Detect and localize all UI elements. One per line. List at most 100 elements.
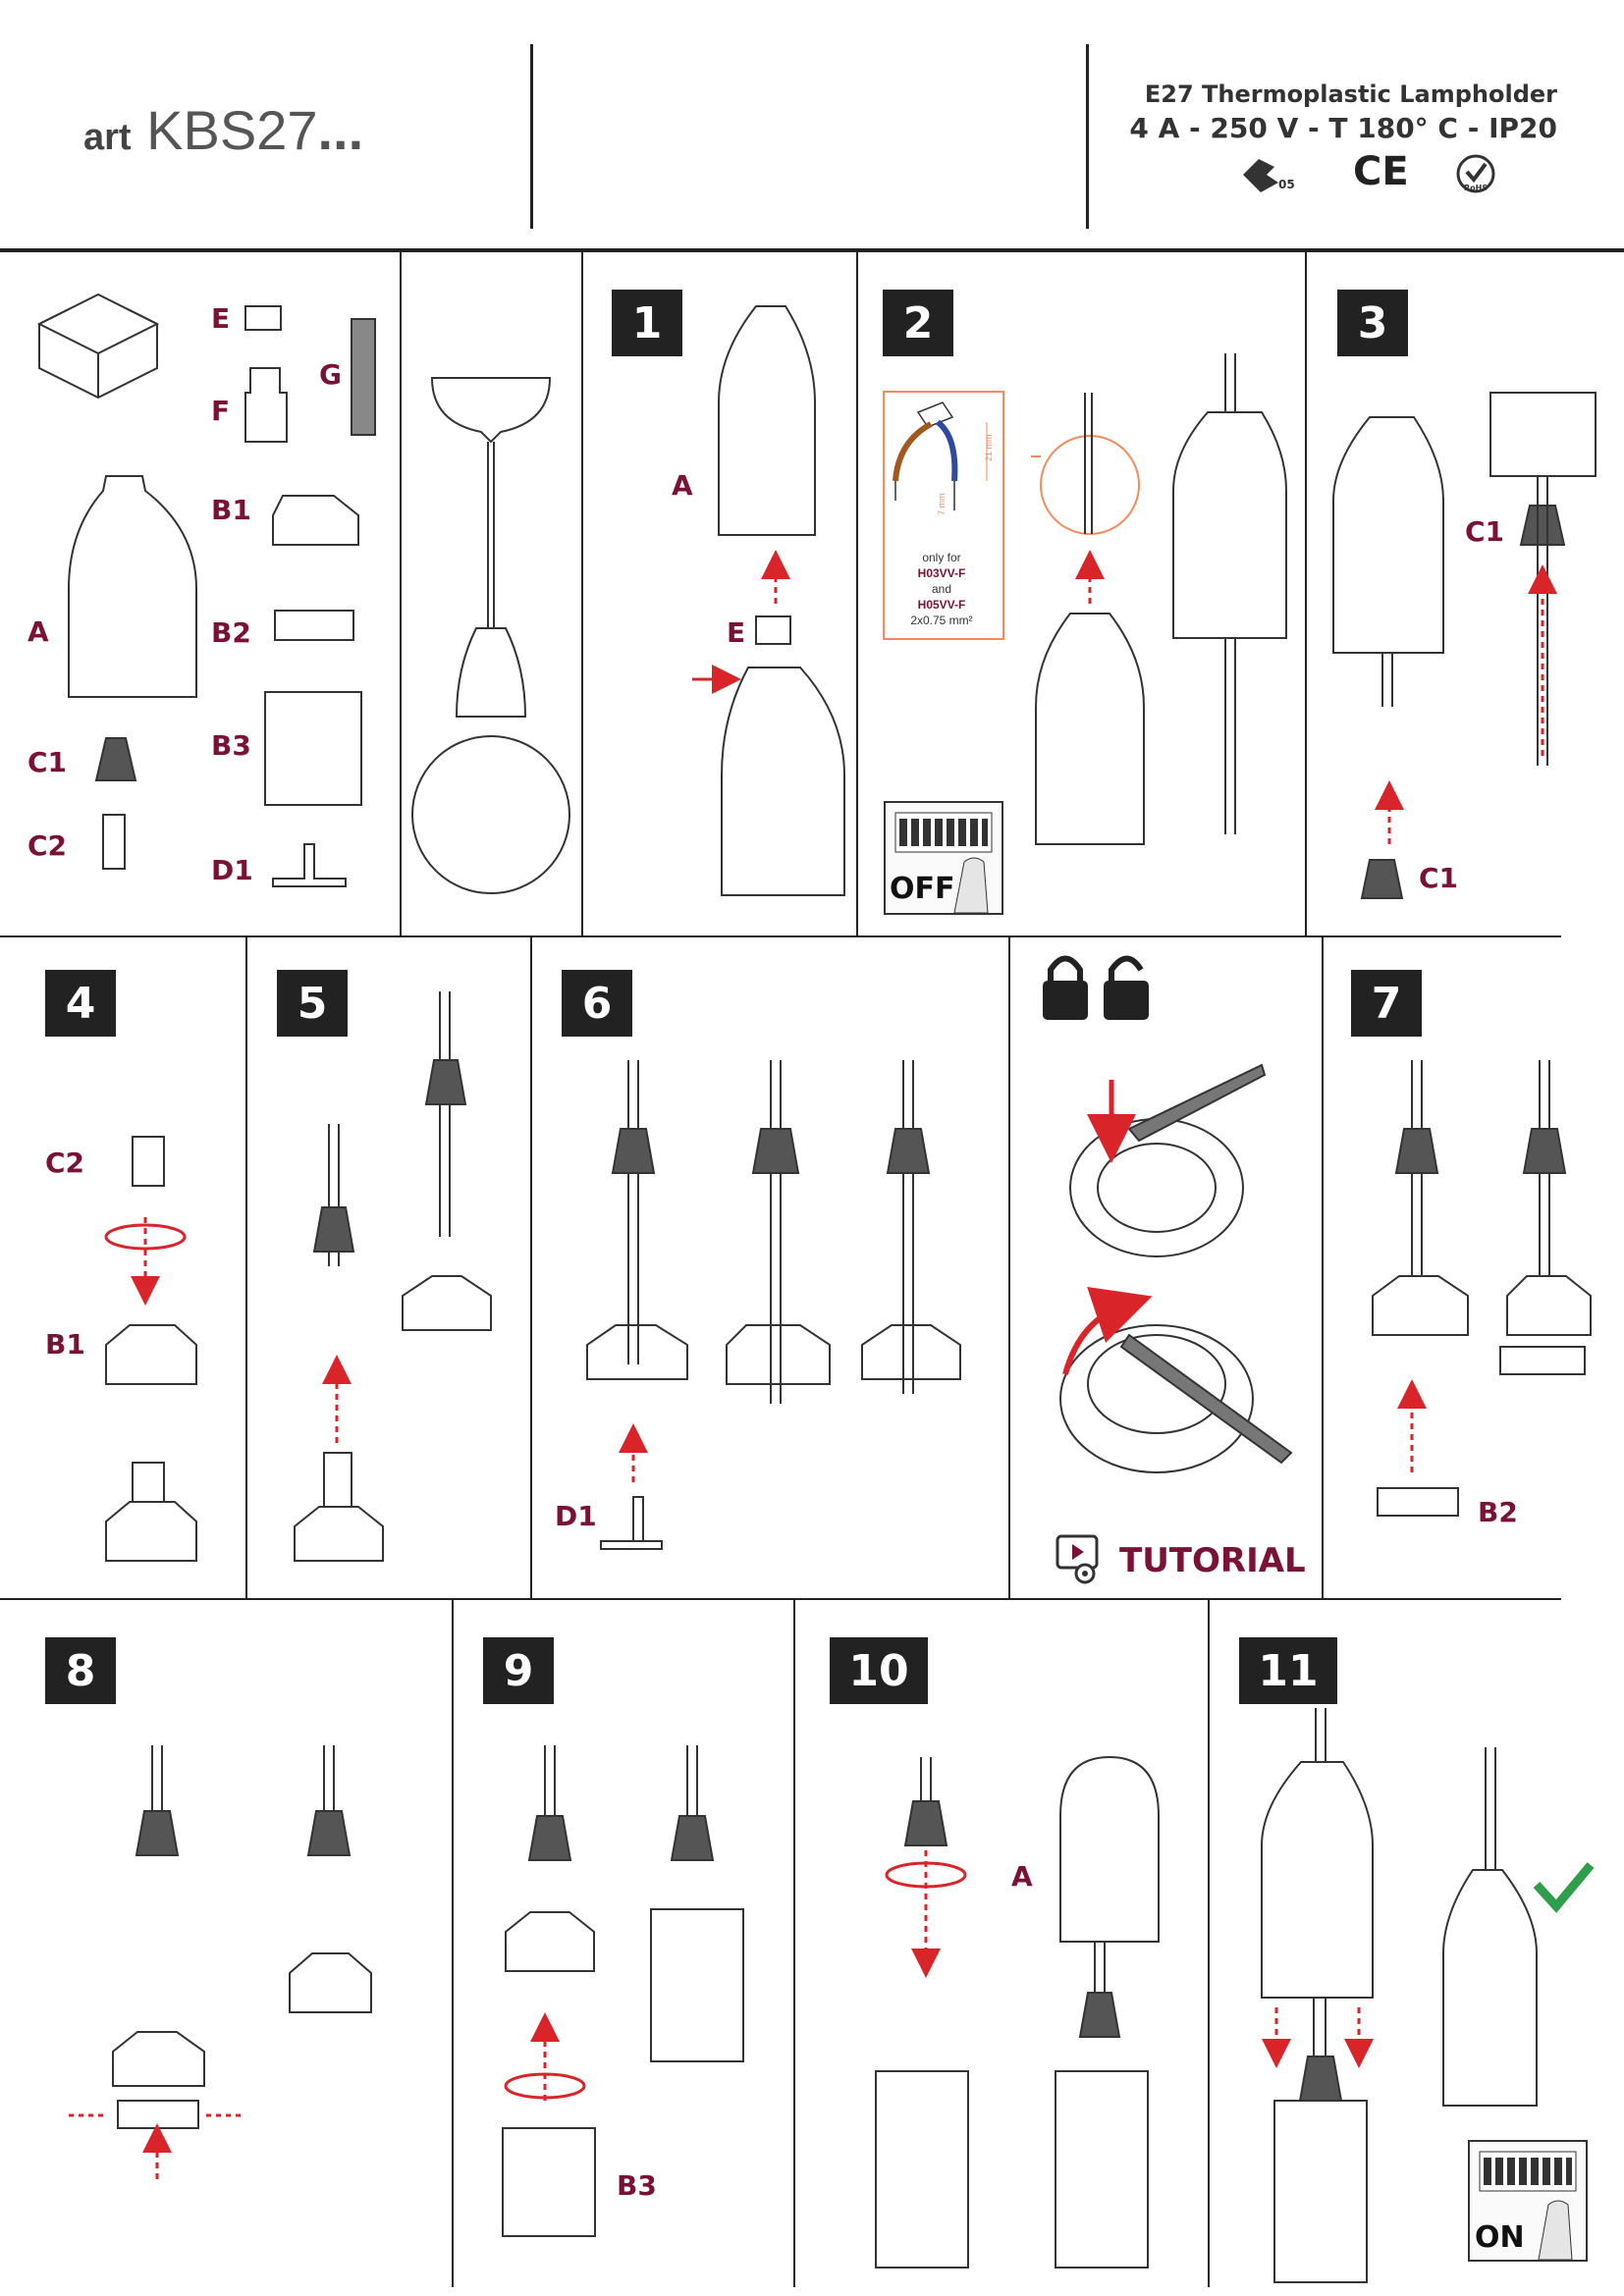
col-rule [400,251,402,935]
step3-grip-top [1519,505,1566,546]
switch-on-label: ON [1475,2220,1525,2255]
screwdriver-bottom [1119,1333,1293,1465]
cup-b1-icon [272,495,359,546]
spec-block: E27 Thermoplastic Lampholder 4 A - 250 V… [1129,80,1557,144]
step-2-badge: 2 [883,290,953,356]
step-11-badge: 11 [1239,1637,1337,1704]
svg-text:RoHS: RoHS [1464,184,1488,192]
enec-mark: 05 [1239,155,1302,198]
ce-mark: CE [1353,149,1409,194]
switch-panel-off [884,801,1003,915]
step4-cup [105,1324,197,1385]
step-1-badge: 1 [612,290,682,356]
note-section: 2x0.75 mm² [910,614,973,627]
cable-grip-c1-icon [94,737,137,781]
step11-shade-final [1442,1869,1538,2107]
col-rule [452,1600,454,2287]
col-rule [245,937,247,1598]
model-number: KBS27 [146,99,318,161]
col-rule [1305,251,1307,935]
svg-text:05: 05 [1278,178,1295,191]
part-label-a: A [27,615,49,648]
ferrule-e-icon [244,305,282,331]
part-label-c2: C2 [27,829,68,862]
step2-shade [1035,613,1145,845]
fitting-f-icon [244,367,288,443]
step-7-badge: 7 [1351,970,1422,1037]
pendant-lamp-icon [411,377,570,894]
row-rule-1 [0,935,1561,937]
step6-label-d1: D1 [555,1500,597,1532]
spec-product: E27 Thermoplastic Lampholder [1144,80,1557,108]
step4-label-c2: C2 [45,1147,85,1179]
step-4-badge: 4 [45,970,116,1037]
threaded-rod-g-icon [351,318,376,436]
tutorial-link[interactable]: TUTORIAL [1119,1541,1306,1580]
step-6-badge: 6 [562,970,632,1037]
check-icon [1533,1862,1595,1913]
sleeve-b3-icon [264,691,362,806]
threaded-nipple-c2-icon [102,814,126,870]
step2-shade-fitted [1172,411,1287,639]
header-divider-1 [530,44,533,229]
step3-label-c1-bottom: C1 [1419,862,1459,894]
col-rule [856,251,858,935]
step3-shade-base [1489,392,1597,477]
step9-sleeve [502,2127,596,2237]
part-label-b3: B3 [211,729,251,762]
col-rule [1208,1600,1210,2287]
step-5-badge: 5 [277,970,348,1037]
switch-panel-on [1468,2140,1588,2262]
col-rule [793,1600,795,2287]
row-rule-2 [0,1598,1561,1600]
note-and: and [931,582,952,596]
rohs-mark: RoHS [1455,153,1496,198]
col-rule [581,251,583,935]
note-only-for: only for [922,551,961,564]
breaker-on-icon [1479,2151,1577,2261]
tutorial-video-icon[interactable] [1056,1534,1105,1585]
step4-label-b1: B1 [45,1328,85,1361]
step-3-badge: 3 [1337,290,1408,356]
step4-nipple-assembled [132,1462,165,1503]
switch-off-label: OFF [890,872,955,906]
header-rule [0,248,1624,252]
step10-sleeve [875,2070,969,2269]
header-divider-2 [1086,44,1089,229]
step9-sleeve-fitted [650,1908,744,2062]
step10-label-a: A [1011,1860,1033,1893]
breaker-off-icon [894,812,993,914]
art-prefix: art [83,117,132,158]
col-rule [1322,937,1324,1598]
part-label-f: F [211,395,231,427]
step-10-badge: 10 [830,1637,928,1704]
note-cable1: H03VV-F [917,566,966,580]
col-rule [530,937,532,1598]
step11-shade [1261,1761,1374,1999]
step-8-badge: 8 [45,1637,116,1704]
note-cable2: H05VV-F [917,598,966,612]
model-suffix: ... [317,99,364,161]
wire-note-box [883,391,1004,640]
part-label-b2: B2 [211,616,251,649]
terminal-b2-icon [274,610,354,641]
enec-icon: 05 [1243,159,1295,192]
screwdriver-top [1127,1063,1267,1143]
step4-nipple [132,1136,165,1187]
part-label-b1: B1 [211,494,251,526]
tutorial-label: TUTORIAL [1119,1541,1306,1580]
model-title: art KBS27... [83,98,363,162]
step10-shade [1059,1755,1160,1943]
col-rule [1008,937,1010,1598]
part-label-g: G [319,358,342,391]
package-icon [36,293,160,400]
part-label-c1: C1 [27,746,68,778]
step7-label-b2: B2 [1478,1496,1518,1528]
spec-ratings: 4 A - 250 V - T 180° C - IP20 [1129,112,1557,144]
rohs-icon: RoHS [1456,154,1495,193]
shade-a-icon [68,475,197,698]
step-9-badge: 9 [483,1637,554,1704]
step4-cup-assembled [105,1501,197,1562]
step10-sleeve-fitted [1055,2070,1149,2269]
